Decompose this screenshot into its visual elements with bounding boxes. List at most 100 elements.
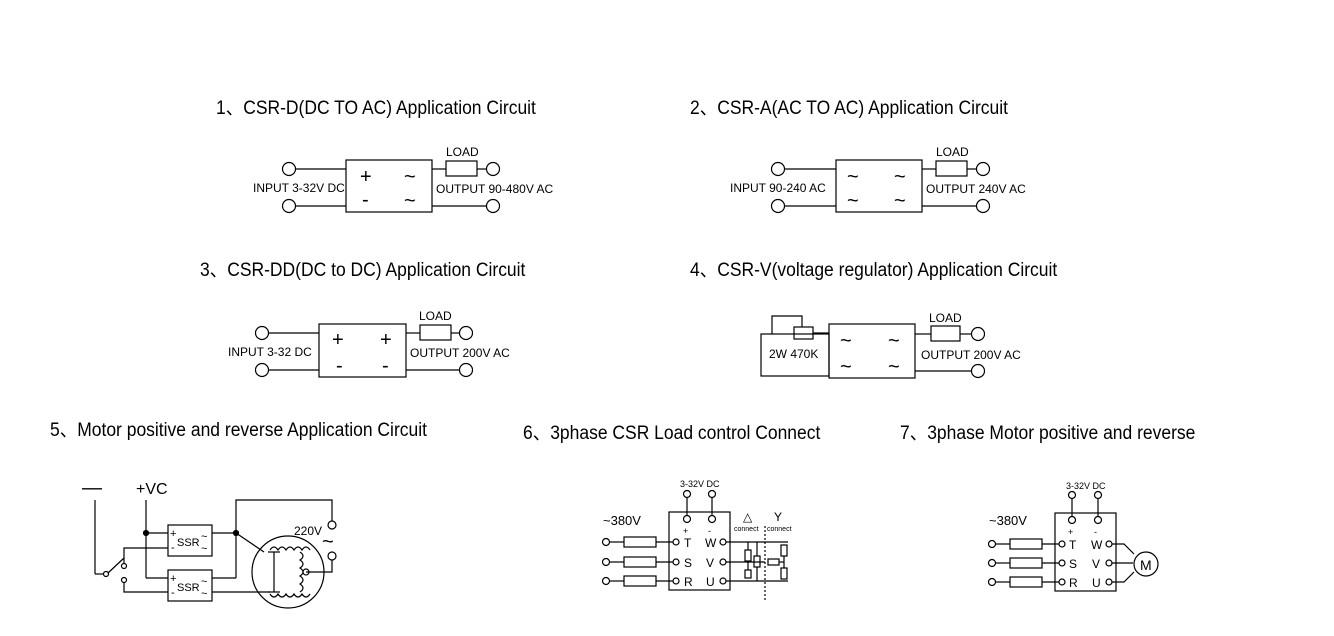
terminal-t: T: [684, 536, 692, 550]
load-label: LOAD: [929, 311, 962, 325]
circuit-3phase-load: 3-32V DC ~380V + - T S R W V U △ Y conne…: [601, 479, 792, 600]
plus-label: +: [1068, 527, 1073, 537]
load-label: LOAD: [936, 145, 969, 159]
potentiometer-resistor: [793, 326, 814, 340]
ssr-box: [345, 159, 433, 213]
ssr-tilde-1a: ~: [201, 531, 207, 543]
terminal-v: V: [1092, 557, 1100, 571]
circuit-3phase-motor: 3-32V DC ~380V + - T S R W V U M: [987, 481, 1159, 592]
y-connect-label: connect: [767, 526, 792, 533]
terminal-s: S: [1069, 557, 1077, 571]
terminal-u: U: [1092, 576, 1101, 590]
ssr-minus-2: -: [171, 587, 175, 599]
terminal-w: W: [1091, 538, 1103, 552]
ssr-tilde-2a: ~: [201, 576, 207, 588]
ssr-minus-1: -: [171, 542, 175, 554]
tilde-1: ~: [847, 166, 859, 188]
minus-label: -: [708, 526, 711, 536]
terminal-v: V: [706, 556, 714, 570]
title-3phase-load: 6、3phase CSR Load control Connect: [523, 423, 821, 444]
minus-sign-2: -: [382, 355, 389, 377]
circuit-csr-d: LOAD INPUT 3-32V DC OUTPUT 90-480V AC + …: [253, 145, 553, 214]
load-resistor: [419, 324, 452, 341]
terminal-w: W: [705, 536, 717, 550]
ssr-plus-1: +: [170, 528, 176, 540]
terminal-s: S: [684, 556, 692, 570]
circuit-csr-dd: LOAD INPUT 3-32 DC OUTPUT 200V AC + - + …: [228, 309, 510, 378]
load-resistor: [445, 160, 478, 177]
voltage-label: 220V: [294, 524, 322, 538]
output-label: OUTPUT 200V AC: [921, 348, 1021, 362]
ssr-3phase-box: [668, 511, 731, 591]
minus-sign-1: -: [336, 355, 343, 377]
circuit-csr-a: LOAD INPUT 90-240 AC OUTPUT 240V AC ~ ~ …: [730, 145, 1026, 214]
title-csr-d: 1、CSR-D(DC TO AC) Application Circuit: [216, 98, 536, 119]
delta-connect-label: connect: [734, 526, 759, 533]
tilde-top: ~: [404, 166, 416, 188]
ac-label: ~380V: [989, 513, 1027, 528]
tilde-2: ~: [847, 190, 859, 212]
terminal-t: T: [1069, 538, 1077, 552]
tilde-1: ~: [840, 330, 852, 352]
ssr-3phase-box: [1054, 512, 1117, 592]
ssr-label-1: SSR: [177, 537, 200, 549]
title-csr-dd: 3、CSR-DD(DC to DC) Application Circuit: [200, 260, 526, 281]
circuit-motor: — +VC 220V ~ + - SSR ~ ~ + - SSR: [82, 477, 337, 609]
load-label: LOAD: [419, 309, 452, 323]
tilde-3: ~: [894, 166, 906, 188]
ssr-tilde-2b: ~: [201, 588, 207, 600]
ssr-bottom: [167, 569, 213, 602]
terminal-r: R: [684, 575, 693, 589]
motor-circle: [1133, 551, 1159, 577]
title-csr-a: 2、CSR-A(AC TO AC) Application Circuit: [690, 98, 1008, 119]
plus-label: +: [683, 526, 688, 536]
ssr-box: [835, 159, 923, 213]
terminal-out-bottom: [485, 198, 501, 214]
ac-tilde: ~: [322, 531, 334, 553]
load-resistor: [930, 325, 961, 342]
ssr-box: [828, 323, 916, 379]
terminal-r: R: [1069, 576, 1078, 590]
minus-label: -: [1094, 527, 1097, 537]
ssr-tilde-1b: ~: [201, 543, 207, 555]
input-label: INPUT 90-240 AC: [730, 181, 826, 195]
plus-sign-1: +: [332, 329, 344, 351]
delta-symbol: △: [743, 510, 753, 524]
terminal-out-top: [485, 161, 501, 177]
ssr-label-2: SSR: [177, 582, 200, 594]
ac-label: ~380V: [603, 513, 641, 528]
title-csr-v: 4、CSR-V(voltage regulator) Application C…: [690, 260, 1058, 281]
tilde-4: ~: [888, 356, 900, 378]
plus-sign: +: [360, 166, 372, 188]
tilde-2: ~: [840, 356, 852, 378]
terminal-in-bottom: [281, 198, 297, 214]
y-symbol: Y: [774, 510, 782, 524]
resistor-label: 2W 470K: [769, 347, 818, 361]
motor-label: M: [1140, 557, 1152, 573]
load-label: LOAD: [446, 145, 479, 159]
motor: [251, 535, 325, 609]
tilde-bottom: ~: [404, 190, 416, 212]
dc-label: 3-32V DC: [1066, 481, 1106, 491]
ssr-plus-2: +: [170, 573, 176, 585]
title-3phase-motor: 7、3phase Motor positive and reverse: [900, 423, 1196, 444]
input-label: INPUT 3-32V DC: [253, 181, 345, 195]
ssr-top: [167, 524, 213, 557]
tilde-3: ~: [888, 330, 900, 352]
circuit-csr-v: LOAD 2W 470K OUTPUT 200V AC ~ ~ ~ ~: [760, 311, 1021, 379]
output-label: OUTPUT 200V AC: [410, 346, 510, 360]
minus-sign: -: [362, 189, 369, 211]
tilde-4: ~: [894, 190, 906, 212]
terminal-u: U: [706, 575, 715, 589]
output-label: OUTPUT 90-480V AC: [436, 182, 553, 196]
title-motor: 5、Motor positive and reverse Application…: [50, 420, 427, 441]
dc-label: 3-32V DC: [680, 479, 720, 489]
plus-sign-2: +: [380, 329, 392, 351]
load-resistor: [935, 160, 968, 177]
ssr-box: [318, 323, 407, 378]
input-label: INPUT 3-32 DC: [228, 345, 312, 359]
terminal-in-top: [281, 161, 297, 177]
minus-rail-label: —: [82, 477, 102, 499]
output-label: OUTPUT 240V AC: [926, 182, 1026, 196]
